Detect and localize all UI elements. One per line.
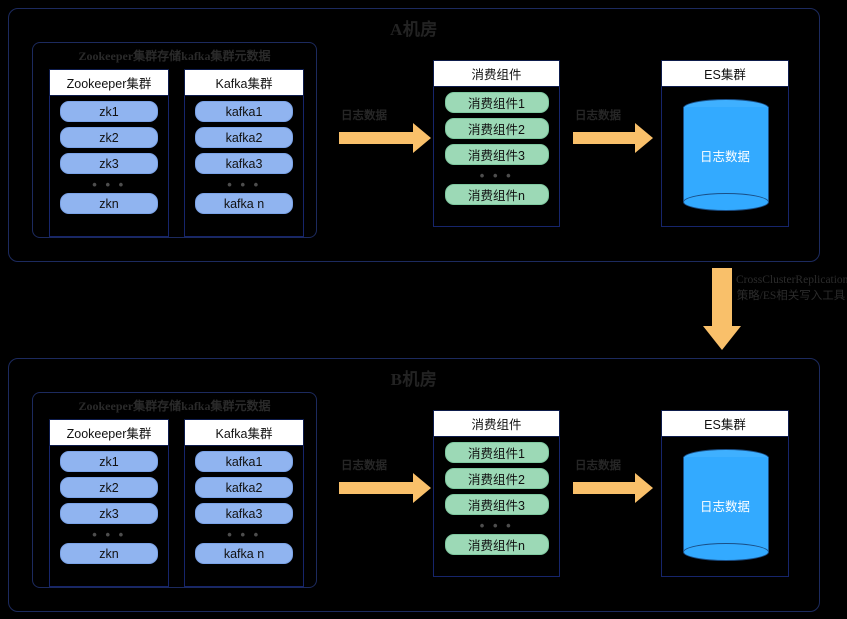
arrow-shaft — [339, 132, 413, 144]
node-kafka3[interactable]: kafka3 — [195, 503, 293, 524]
node-zkn[interactable]: zkn — [60, 193, 158, 214]
arrow-shaft — [712, 268, 732, 326]
arrow-kafka-to-consumer-b: 日志数据 — [339, 460, 431, 503]
cross-cluster-replication-label: CrossClusterReplication策略/ES相关写入工具 — [736, 274, 847, 302]
zookeeper-ellipsis-a: • • • — [92, 176, 126, 192]
consumer-panel-b-body: 消费组件1 消费组件2 消费组件3 • • • 消费组件n — [433, 437, 560, 577]
consumer-panel-a-body: 消费组件1 消费组件2 消费组件3 • • • 消费组件n — [433, 87, 560, 227]
node-consumer-n[interactable]: 消费组件n — [444, 534, 549, 555]
es-cylinder-a-label: 日志数据 — [699, 150, 750, 164]
datacenter-b-title: B机房 — [390, 370, 438, 389]
arrow-shaft — [573, 482, 635, 494]
node-kafka2[interactable]: kafka2 — [195, 477, 293, 498]
zookeeper-panel-b-body: zk1 zk2 zk3 • • • zkn — [49, 446, 169, 587]
node-zk3[interactable]: zk3 — [60, 153, 158, 174]
node-zk1[interactable]: zk1 — [60, 451, 158, 472]
node-zk2[interactable]: zk2 — [60, 127, 158, 148]
consumer-panel-b-header: 消费组件 — [433, 410, 560, 437]
cylinder-bottom — [683, 193, 769, 211]
es-panel-a: ES集群 日志数据 — [661, 60, 789, 227]
arrow-head — [703, 326, 741, 350]
consumer-ellipsis-b: • • • — [479, 517, 514, 533]
datacenter-b: B机房 Zookeeper集群存储kafka集群元数据 Zookeeper集群 … — [8, 358, 820, 612]
cylinder-body — [683, 107, 769, 201]
es-cylinder-b-label: 日志数据 — [699, 500, 750, 514]
zookeeper-panel-a: Zookeeper集群 zk1 zk2 zk3 • • • zkn — [49, 69, 169, 237]
es-panel-b-body: 日志数据 — [661, 437, 789, 577]
arrow-shaft — [339, 482, 413, 494]
kafka-panel-b-header: Kafka集群 — [184, 419, 304, 446]
zk-kafka-group-b-title: Zookeeper集群存储kafka集群元数据 — [78, 399, 271, 413]
arrow-kafka-to-consumer-a-label: 日志数据 — [341, 110, 387, 122]
node-zk1[interactable]: zk1 — [60, 101, 158, 122]
zk-kafka-group-a-title: Zookeeper集群存储kafka集群元数据 — [78, 49, 271, 63]
node-zk3[interactable]: zk3 — [60, 503, 158, 524]
node-consumer-3[interactable]: 消费组件3 — [444, 144, 549, 165]
cylinder-bottom — [683, 543, 769, 561]
kafka-panel-a-header: Kafka集群 — [184, 69, 304, 96]
arrow-consumer-to-es-a: 日志数据 — [573, 110, 658, 153]
arrow-shaft — [573, 132, 635, 144]
node-consumer-2[interactable]: 消费组件2 — [444, 468, 549, 489]
kafka-ellipsis-a: • • • — [227, 176, 261, 192]
consumer-panel-b: 消费组件 消费组件1 消费组件2 消费组件3 • • • 消费组件n — [433, 410, 560, 577]
node-consumer-n[interactable]: 消费组件n — [444, 184, 549, 205]
node-kafka-n[interactable]: kafka n — [195, 543, 293, 564]
zookeeper-panel-b: Zookeeper集群 zk1 zk2 zk3 • • • zkn — [49, 419, 169, 587]
node-consumer-2[interactable]: 消费组件2 — [444, 118, 549, 139]
node-kafka-n[interactable]: kafka n — [195, 193, 293, 214]
es-cylinder-b: 日志数据 — [683, 449, 769, 561]
es-panel-b-header: ES集群 — [661, 410, 789, 437]
node-kafka3[interactable]: kafka3 — [195, 153, 293, 174]
arrow-head — [635, 123, 653, 153]
consumer-panel-a-header: 消费组件 — [433, 60, 560, 87]
datacenter-a: A机房 Zookeeper集群存储kafka集群元数据 Zookeeper集群 … — [8, 8, 820, 262]
arrow-consumer-to-es-b: 日志数据 — [573, 460, 658, 503]
es-panel-a-body: 日志数据 — [661, 87, 789, 227]
arrow-consumer-to-es-b-label: 日志数据 — [575, 460, 621, 472]
node-kafka2[interactable]: kafka2 — [195, 127, 293, 148]
zk-kafka-group-b: Zookeeper集群存储kafka集群元数据 Zookeeper集群 zk1 … — [32, 392, 317, 588]
arrow-kafka-to-consumer-b-label: 日志数据 — [341, 460, 387, 472]
consumer-ellipsis-a: • • • — [479, 167, 514, 183]
kafka-panel-b: Kafka集群 kafka1 kafka2 kafka3 • • • kafka… — [184, 419, 304, 587]
datacenter-a-title: A机房 — [390, 20, 438, 39]
arrow-consumer-to-es-a-label: 日志数据 — [575, 110, 621, 122]
consumer-panel-a: 消费组件 消费组件1 消费组件2 消费组件3 • • • 消费组件n — [433, 60, 560, 227]
zookeeper-panel-a-header: Zookeeper集群 — [49, 69, 169, 96]
es-panel-b: ES集群 日志数据 — [661, 410, 789, 577]
arrow-cross-cluster-replication — [703, 268, 741, 350]
zookeeper-panel-a-body: zk1 zk2 zk3 • • • zkn — [49, 96, 169, 237]
node-kafka1[interactable]: kafka1 — [195, 451, 293, 472]
kafka-panel-a-body: kafka1 kafka2 kafka3 • • • kafka n — [184, 96, 304, 237]
kafka-panel-a: Kafka集群 kafka1 kafka2 kafka3 • • • kafka… — [184, 69, 304, 237]
es-cylinder-a: 日志数据 — [683, 99, 769, 211]
arrow-head — [413, 473, 431, 503]
kafka-panel-b-body: kafka1 kafka2 kafka3 • • • kafka n — [184, 446, 304, 587]
zookeeper-panel-b-header: Zookeeper集群 — [49, 419, 169, 446]
es-panel-a-header: ES集群 — [661, 60, 789, 87]
cylinder-body — [683, 457, 769, 551]
node-consumer-1[interactable]: 消费组件1 — [444, 442, 549, 463]
node-consumer-3[interactable]: 消费组件3 — [444, 494, 549, 515]
node-consumer-1[interactable]: 消费组件1 — [444, 92, 549, 113]
arrow-head — [413, 123, 431, 153]
zk-kafka-group-a: Zookeeper集群存储kafka集群元数据 Zookeeper集群 zk1 … — [32, 42, 317, 238]
node-zkn[interactable]: zkn — [60, 543, 158, 564]
arrow-kafka-to-consumer-a: 日志数据 — [339, 110, 431, 153]
zookeeper-ellipsis-b: • • • — [92, 526, 126, 542]
node-zk2[interactable]: zk2 — [60, 477, 158, 498]
arrow-head — [635, 473, 653, 503]
kafka-ellipsis-b: • • • — [227, 526, 261, 542]
node-kafka1[interactable]: kafka1 — [195, 101, 293, 122]
